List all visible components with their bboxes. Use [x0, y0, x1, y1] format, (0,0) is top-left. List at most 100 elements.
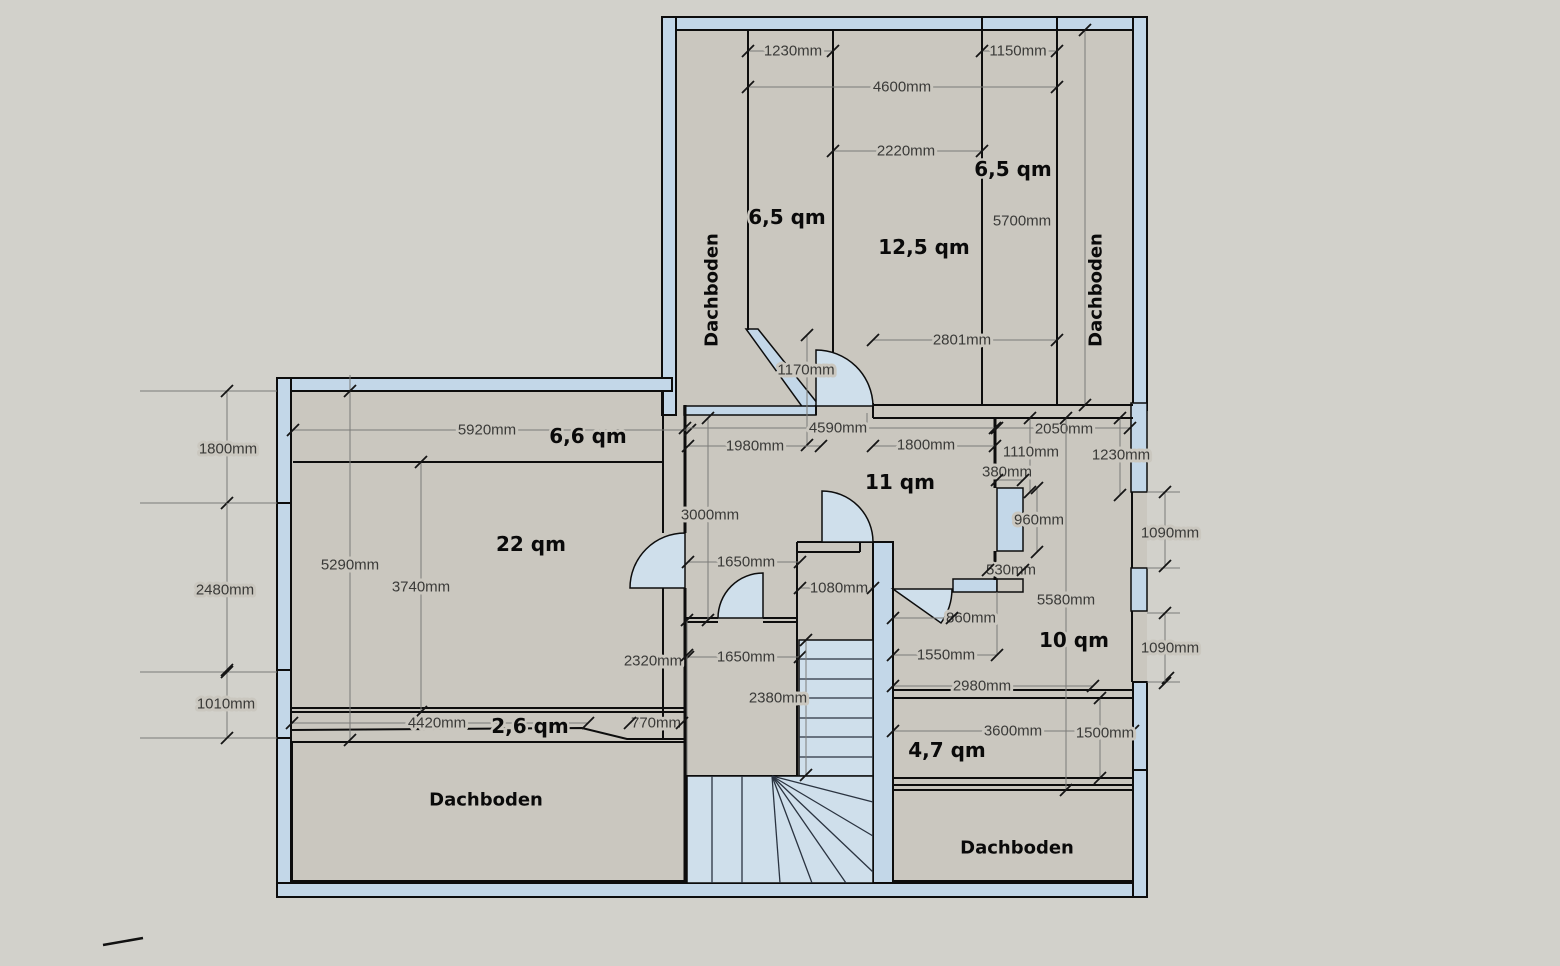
- dim-380: 380mm: [979, 461, 1035, 487]
- room-label-22: 22 qm: [496, 532, 566, 556]
- room-labels: Dachboden Dachboden 6,5 qm 12,5 qm 6,5 q…: [427, 155, 1112, 862]
- room-label-66: 6,6 qm: [549, 424, 627, 448]
- room-label-attic-top-right: Dachboden: [1086, 233, 1107, 347]
- floor-top-wing: [662, 17, 1147, 418]
- dim-label: 1550mm: [917, 647, 975, 664]
- attic-room-br-outline: [892, 789, 1134, 882]
- dim-3600: 3600mm: [886, 720, 1140, 743]
- dim-5700: 5700mm: [990, 23, 1092, 412]
- door-arc-10qm: [890, 588, 953, 625]
- staircase: [686, 639, 874, 884]
- room-label-attic-bottom-left: Dachboden: [429, 790, 543, 811]
- dim-1500: 1500mm: [1073, 691, 1137, 785]
- dim-label: 2480mm: [196, 582, 254, 599]
- door-arc-storage: [717, 572, 764, 619]
- dim-label: 2380mm: [749, 690, 807, 707]
- dim-label: 1800mm: [199, 441, 257, 458]
- dim-label: 1090mm: [1141, 640, 1199, 657]
- doors: [629, 349, 953, 625]
- outer-wall-top-wing-left: [661, 16, 677, 416]
- dim-1010: 1010mm: [194, 665, 258, 745]
- dim-label: 3600mm: [984, 723, 1042, 740]
- dim-1550: 1550mm: [886, 644, 1004, 667]
- window-right-2: [1130, 567, 1148, 612]
- dim-860: 860mm: [886, 607, 999, 630]
- dim-1650-b: 1650mm: [681, 646, 807, 669]
- dim-label: 3000mm: [681, 507, 739, 524]
- dim-1800-left: 1800mm: [196, 384, 260, 510]
- dim-770: 770mm: [623, 712, 689, 735]
- dim-label: 5700mm: [993, 213, 1051, 230]
- dim-label: 1230mm: [764, 43, 822, 60]
- dim-label: 1110mm: [1003, 444, 1059, 461]
- dim-2480: 2480mm: [193, 503, 257, 677]
- roof-slope-line: [291, 726, 685, 740]
- dim-label: 4590mm: [809, 420, 867, 437]
- door-arc-stair-top: [821, 490, 874, 543]
- dim-label: 770mm: [631, 715, 681, 732]
- door-arc-125: [815, 349, 874, 407]
- nook-wall: [952, 578, 998, 593]
- attic-room-bl-outline: [291, 741, 686, 882]
- dim-1150: 1150mm: [975, 40, 1064, 63]
- dim-1650-a: 1650mm: [681, 551, 807, 574]
- dim-label: 4420mm: [408, 715, 466, 732]
- dim-label: 4600mm: [873, 79, 931, 96]
- dim-5920: 5920mm: [286, 419, 697, 442]
- outer-wall-top-wing-right: [1132, 16, 1148, 411]
- dim-2050: 2050mm: [990, 418, 1137, 441]
- exterior-walls: [276, 16, 1148, 898]
- interior-walls: [277, 17, 1147, 883]
- dim-1110: 1110mm: [1000, 411, 1062, 499]
- nook-wall-step: [996, 578, 1024, 593]
- room-label-47: 4,7 qm: [908, 738, 986, 762]
- dim-label: 1230mm: [1092, 447, 1150, 464]
- stairs-upper-flight: [798, 639, 874, 777]
- stair-core-wall: [872, 541, 894, 884]
- dim-1980: 1980mm: [681, 435, 828, 458]
- dim-label: 1150mm: [989, 43, 1046, 60]
- outer-wall-bottom: [276, 882, 1148, 898]
- scale-mark: [102, 936, 144, 947]
- stair-treads-upper: [799, 658, 873, 758]
- dim-2220: 2220mm: [826, 140, 989, 163]
- door-arc-22: [629, 532, 686, 589]
- dim-label: 380mm: [982, 464, 1032, 481]
- dim-label: 1800mm: [897, 437, 955, 454]
- dim-label: 2980mm: [953, 678, 1011, 695]
- room-label-10: 10 qm: [1039, 628, 1109, 652]
- room-label-65-left: 6,5 qm: [748, 205, 826, 229]
- duct-closet: [996, 487, 1024, 552]
- dim-1230-top: 1230mm: [741, 40, 840, 63]
- dim-3000: 3000mm: [678, 411, 742, 627]
- dim-label: 1980mm: [726, 438, 784, 455]
- room-label-attic-top-left: Dachboden: [702, 233, 723, 347]
- dim-label: 860mm: [946, 610, 996, 627]
- dim-label: 1080mm: [810, 580, 868, 597]
- dim-4590: 4590mm: [678, 417, 1002, 440]
- dim-5290: 5290mm: [318, 375, 382, 747]
- dim-960: 960mm: [1011, 481, 1067, 559]
- dim-label: 530mm: [986, 562, 1036, 579]
- dim-1090-a: 1090mm: [1138, 485, 1202, 573]
- dim-label: 3740mm: [392, 579, 450, 596]
- outer-wall-left: [276, 377, 292, 898]
- dim-2380: 2380mm: [746, 633, 813, 782]
- extension-lines: [140, 390, 1180, 739]
- outer-wall-right-lower: [1132, 681, 1148, 898]
- room-label-65-right: 6,5 qm: [974, 157, 1052, 181]
- dim-label: 1500mm: [1076, 725, 1134, 742]
- dim-2320: 2320mm: [621, 613, 694, 775]
- dim-1090-b: 1090mm: [1138, 606, 1202, 690]
- dim-label: 2801mm: [933, 332, 991, 349]
- dim-label: 2050mm: [1035, 421, 1093, 438]
- dim-1230-right: 1230mm: [1089, 411, 1153, 502]
- room-label-attic-bottom-right: Dachboden: [960, 838, 1074, 859]
- dim-label: 5290mm: [321, 557, 379, 574]
- dim-label: 960mm: [1014, 512, 1064, 529]
- dim-5580: 5580mm: [1034, 411, 1098, 797]
- room-label-125: 12,5 qm: [878, 235, 969, 259]
- dim-label: 1090mm: [1141, 525, 1199, 542]
- dim-label: 5580mm: [1037, 592, 1095, 609]
